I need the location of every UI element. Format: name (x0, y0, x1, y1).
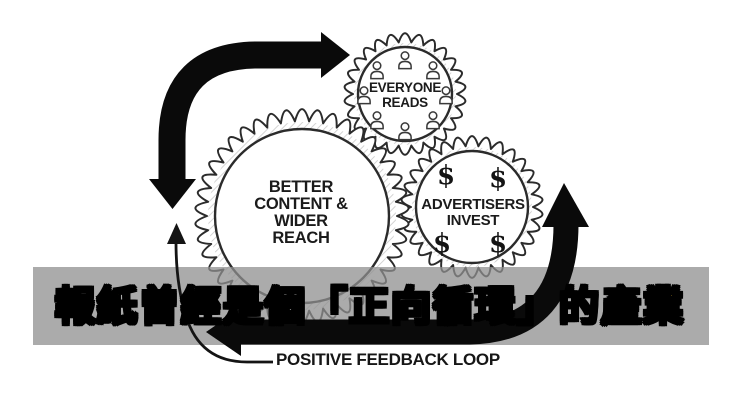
arrowhead-down-icon (149, 179, 196, 209)
gear-label-line: READS (382, 95, 428, 110)
gear-label-readers: EVERYONE READS (345, 80, 465, 110)
gear-label-content: BETTER CONTENT & WIDER REACH (225, 179, 377, 247)
arrow-bottom-right (206, 183, 589, 356)
dollar-icon: $ (488, 164, 508, 194)
subtitle-text: 報紙曾經是個「正向循環」的產業 (54, 282, 685, 331)
gear-label-line: BETTER (268, 178, 334, 196)
person-icon (396, 121, 414, 141)
gear-label-advertisers: ADVERTISERS INVEST (397, 197, 549, 229)
gear-label-line: WIDER (274, 212, 328, 230)
gear-label-line: REACH (272, 229, 330, 247)
dollar-icon: $ (436, 161, 456, 191)
arrowhead-up-icon (542, 183, 589, 227)
arrowhead-left-icon (206, 308, 241, 356)
person-icon (396, 50, 414, 70)
dollar-icon: $ (432, 229, 452, 259)
arrow-top-left (149, 32, 350, 209)
person-icon (368, 110, 386, 130)
person-icon (424, 110, 442, 130)
arrowhead-right-icon (321, 32, 350, 78)
dollar-icon: $ (488, 229, 508, 259)
person-icon (424, 60, 442, 80)
arrow-feedback-thin (167, 223, 273, 364)
arrowhead-up-thin-icon (167, 223, 186, 244)
feedback-loop-label: POSITIVE FEEDBACK LOOP (276, 350, 500, 369)
gear-label-line: EVERYONE (368, 80, 442, 95)
gear-label-line: ADVERTISERS (421, 196, 525, 213)
person-icon (368, 60, 386, 80)
gear-label-line: INVEST (446, 212, 500, 229)
gear-advertisers-invest (400, 135, 544, 279)
gear-label-line: CONTENT & (254, 195, 348, 213)
